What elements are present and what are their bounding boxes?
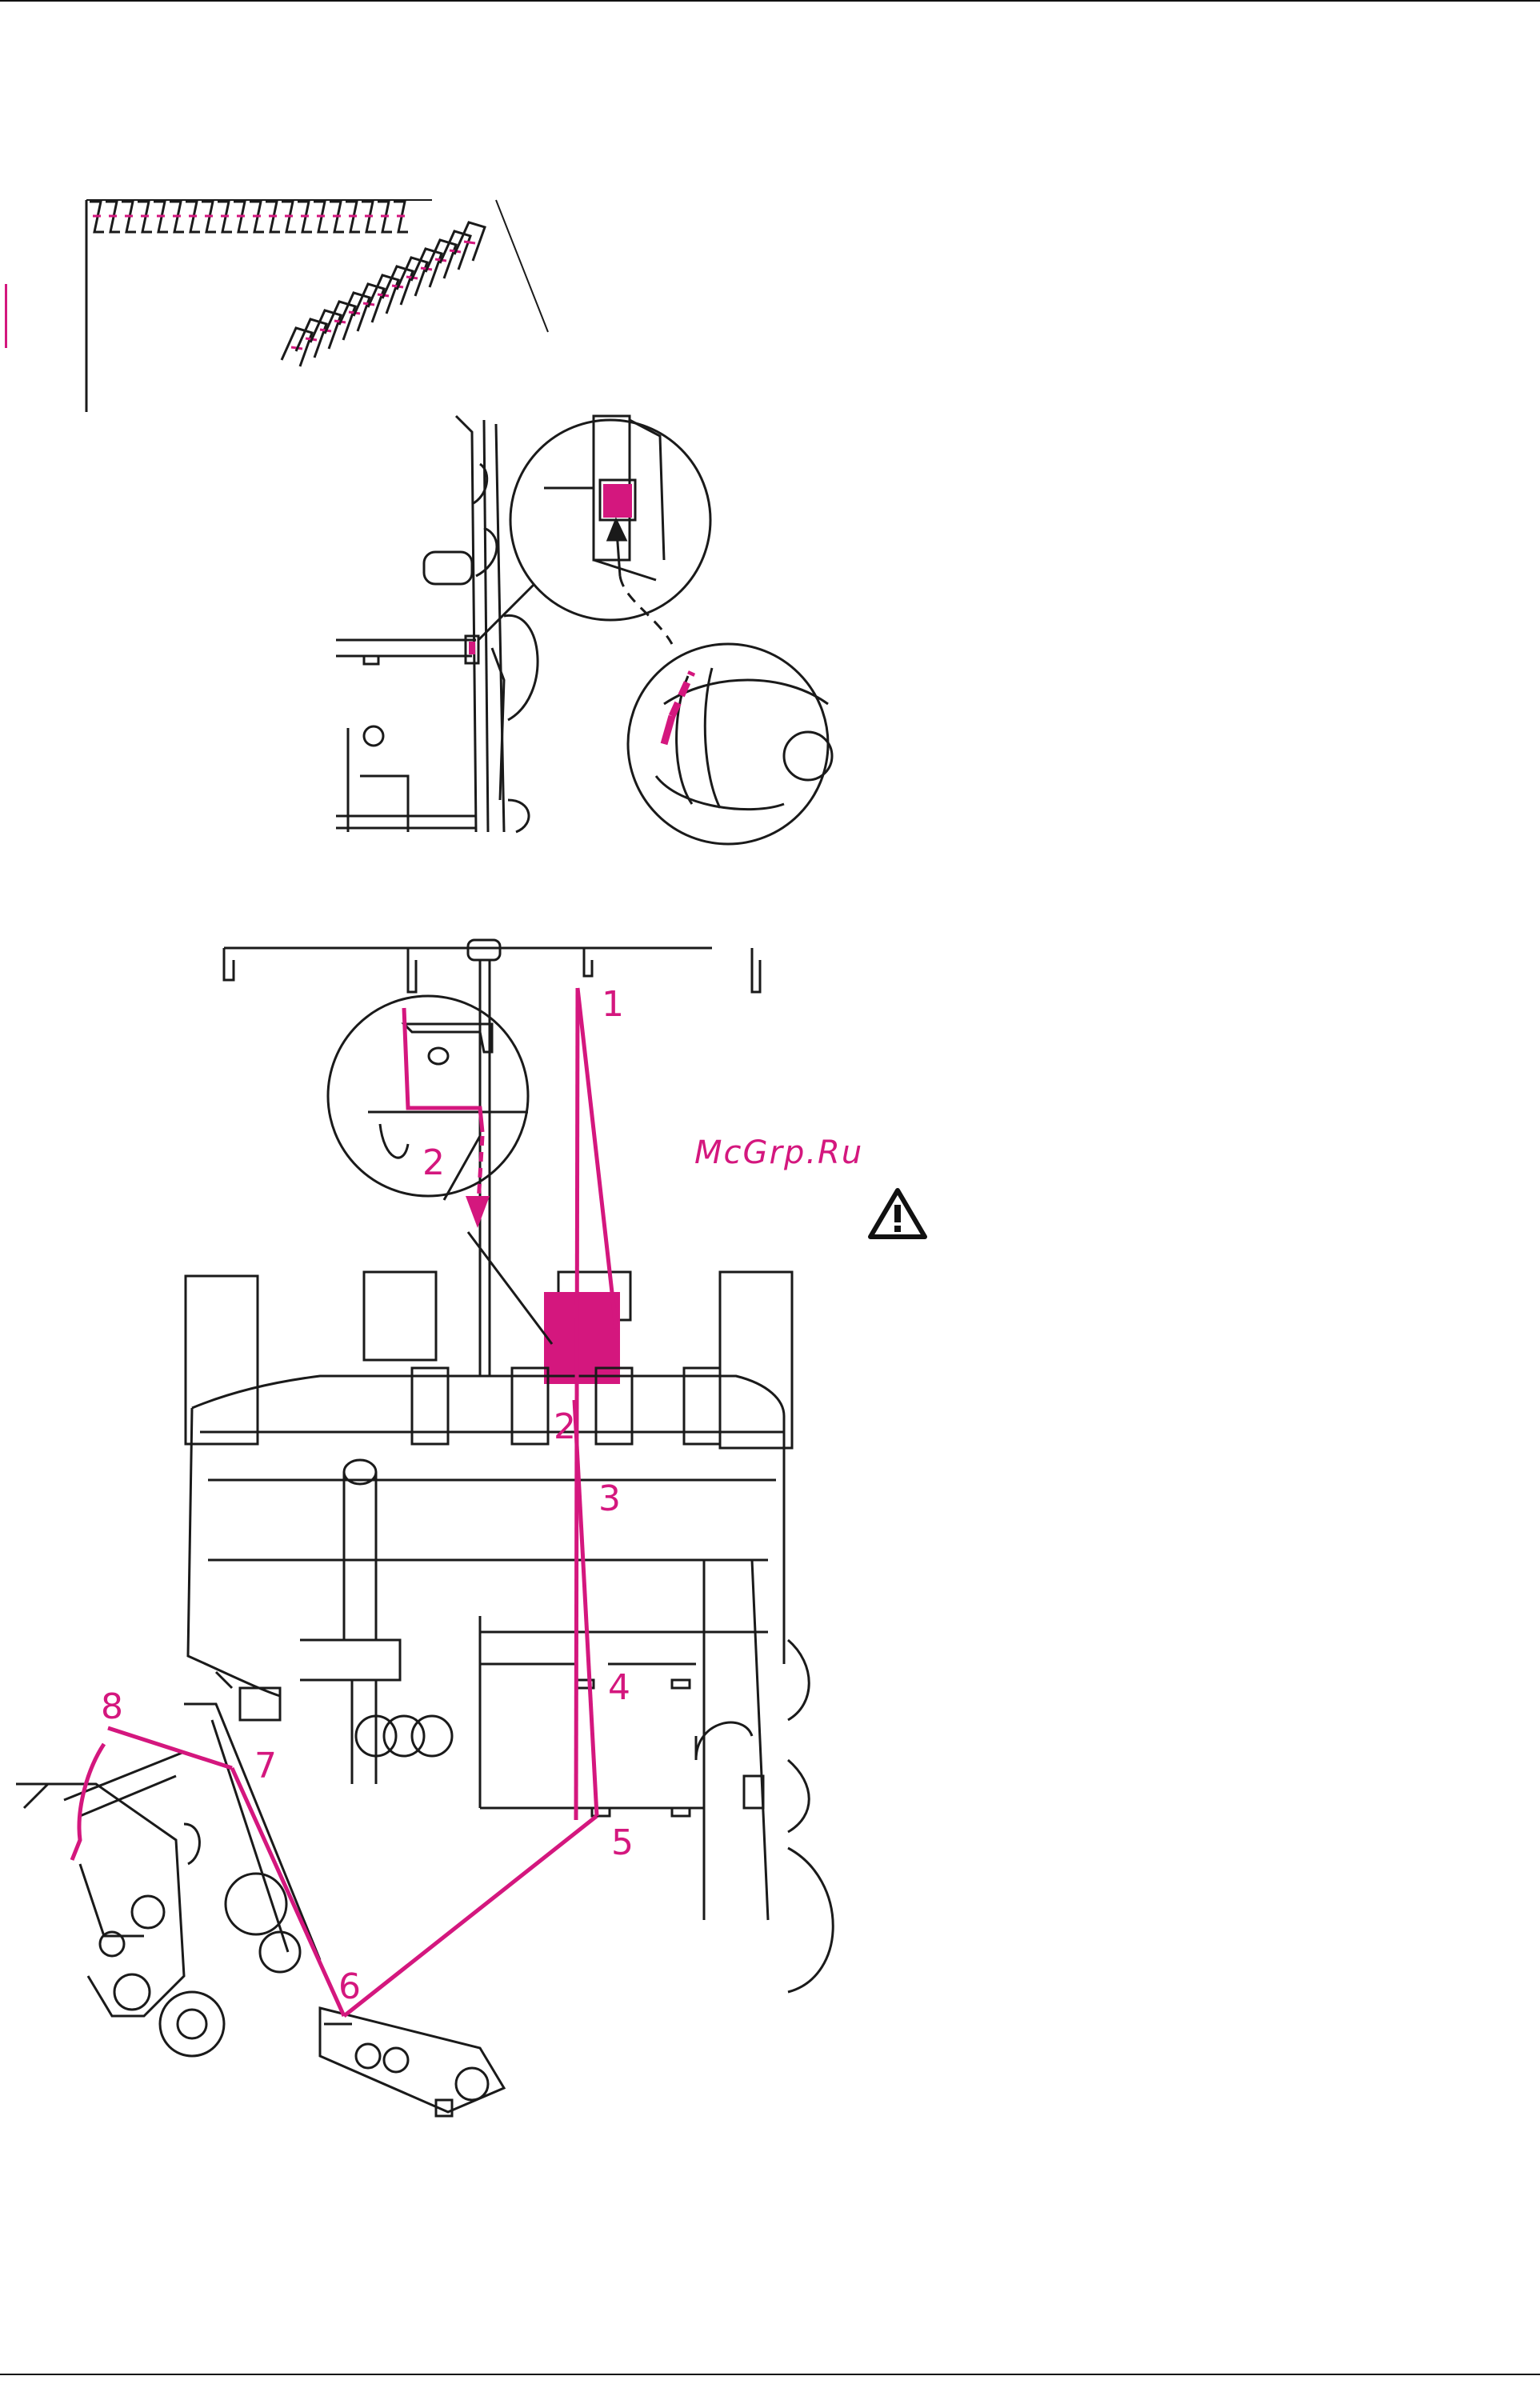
callout-6: 6 <box>338 1970 361 2005</box>
callout-8: 8 <box>101 1690 123 1725</box>
callout-2-magnified: 2 <box>422 1146 445 1181</box>
callout-7: 7 <box>254 1749 277 1784</box>
watermark-text: McGrp.Ru <box>694 1134 863 1171</box>
dial-setting-figure <box>336 400 864 848</box>
stitch-thread <box>464 242 475 243</box>
threading-diagram <box>0 920 864 2128</box>
callout-3: 3 <box>598 1482 621 1517</box>
stitch-illustration <box>80 192 560 424</box>
margin-marker <box>5 284 7 348</box>
top-rule <box>0 0 1540 2</box>
callout-4: 4 <box>608 1670 630 1706</box>
callout-1: 1 <box>602 987 624 1022</box>
bottom-rule <box>0 2374 1540 2375</box>
callout-2: 2 <box>554 1410 576 1445</box>
warning-triangle-icon <box>868 1187 927 1240</box>
callout-5: 5 <box>611 1826 634 1861</box>
